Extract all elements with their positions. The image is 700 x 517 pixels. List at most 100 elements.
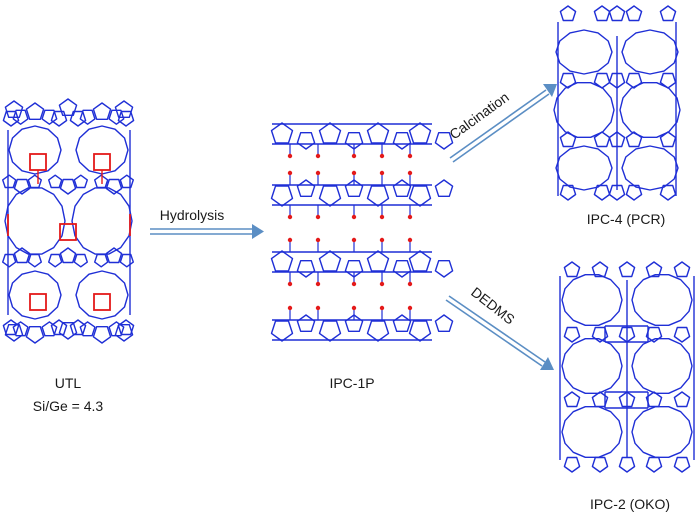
pentagon-ring (48, 253, 63, 268)
pentagon-ring (73, 174, 89, 189)
pentagon-ring (559, 184, 577, 201)
large-pore-ring (75, 125, 129, 175)
silanol-site (287, 281, 293, 287)
pentagon-ring (93, 174, 109, 189)
pentagon-ring (27, 253, 42, 268)
large-pore-ring (555, 29, 613, 75)
pentagon-ring (625, 184, 643, 201)
pentagon-ring (270, 122, 294, 144)
pentagon-ring (591, 456, 609, 473)
pentagon-ring (41, 109, 58, 125)
large-pore-ring (561, 338, 623, 394)
pentagon-ring (366, 185, 390, 207)
ipc1p-label: IPC-1P (329, 375, 374, 391)
silanol-site (287, 214, 293, 220)
silanol-site (379, 237, 385, 243)
pentagon-ring (593, 5, 611, 22)
pentagon-ring (58, 98, 78, 117)
pentagon-ring (366, 320, 390, 342)
pentagon-ring (50, 319, 68, 336)
pentagon-ring (119, 174, 135, 189)
pentagon-ring (673, 326, 691, 343)
pentagon-ring (114, 100, 134, 119)
silanol-site (351, 281, 357, 287)
pentagon-ring (673, 456, 691, 473)
silanol-site (379, 305, 385, 311)
large-pore-ring (631, 274, 693, 326)
utl-ratio-label: Si/Ge = 4.3 (33, 398, 104, 414)
utl-label: UTL (55, 375, 82, 391)
pentagon-ring (366, 122, 390, 144)
pentagon-ring (119, 253, 135, 268)
silanol-site (407, 214, 413, 220)
pentagon-ring (673, 261, 691, 278)
utl-framework-structure (2, 98, 135, 344)
pentagon-ring (625, 131, 643, 148)
silanol-site (407, 305, 413, 311)
pentagon-ring (114, 324, 134, 342)
pentagon-ring (434, 131, 454, 150)
large-pore-ring (621, 145, 679, 191)
pentagon-ring (4, 100, 24, 119)
pentagon-ring (366, 250, 390, 272)
pentagon-ring (673, 391, 691, 408)
silanol-site (287, 305, 293, 311)
pentagon-ring (563, 261, 581, 278)
silanol-site (379, 214, 385, 220)
pentagon-ring (408, 250, 432, 272)
silanol-site (287, 170, 293, 176)
pentagon-ring (659, 72, 677, 89)
pentagon-ring (270, 320, 294, 342)
pentagon-ring (79, 321, 96, 337)
large-pore-ring (8, 125, 62, 175)
pentagon-ring (50, 110, 68, 127)
pentagon-ring (13, 247, 31, 264)
pentagon-ring (593, 131, 611, 148)
d4r-unit (29, 153, 47, 171)
calcination-arrow (449, 84, 557, 163)
pentagon-ring (593, 72, 611, 89)
pentagon-ring (645, 456, 663, 473)
calcination-label: Calcination (446, 89, 511, 143)
pentagon-ring (563, 391, 581, 408)
large-pore-ring (71, 187, 133, 255)
pentagon-ring (48, 174, 63, 189)
pentagon-ring (659, 131, 677, 148)
silanol-site (287, 153, 293, 159)
silanol-site (407, 170, 413, 176)
large-pore-ring (555, 145, 613, 191)
hydrolysis-arrow (150, 224, 264, 239)
pentagon-ring (408, 185, 432, 207)
silanol-site (351, 214, 357, 220)
pentagon-ring (296, 179, 316, 198)
silanol-site (351, 170, 357, 176)
pentagon-ring (318, 250, 342, 272)
pentagon-ring (559, 131, 577, 148)
d4r-unit (59, 223, 77, 241)
pentagon-ring (13, 178, 31, 195)
pentagon-ring (408, 122, 432, 144)
silanol-site (407, 281, 413, 287)
pentagon-ring (92, 102, 112, 121)
pentagon-ring (625, 72, 643, 89)
large-pore-ring (4, 187, 66, 255)
pentagon-ring (392, 131, 412, 150)
d4r-unit (93, 293, 111, 311)
large-pore-ring (553, 81, 615, 139)
large-pore-ring (621, 29, 679, 75)
large-pore-ring (619, 81, 681, 139)
large-pore-ring (631, 338, 693, 394)
pentagon-ring (559, 72, 577, 89)
large-pore-ring (631, 406, 693, 458)
silanol-site (287, 237, 293, 243)
pentagon-ring (625, 5, 643, 22)
pentagon-ring (4, 324, 24, 342)
pentagon-ring (2, 110, 20, 127)
ipc1p-layered-structure (270, 122, 454, 342)
large-pore-ring (561, 406, 623, 458)
d4r-unit (93, 153, 111, 171)
pentagon-ring (318, 185, 342, 207)
silanol-site (315, 153, 321, 159)
pentagon-ring (392, 314, 412, 332)
